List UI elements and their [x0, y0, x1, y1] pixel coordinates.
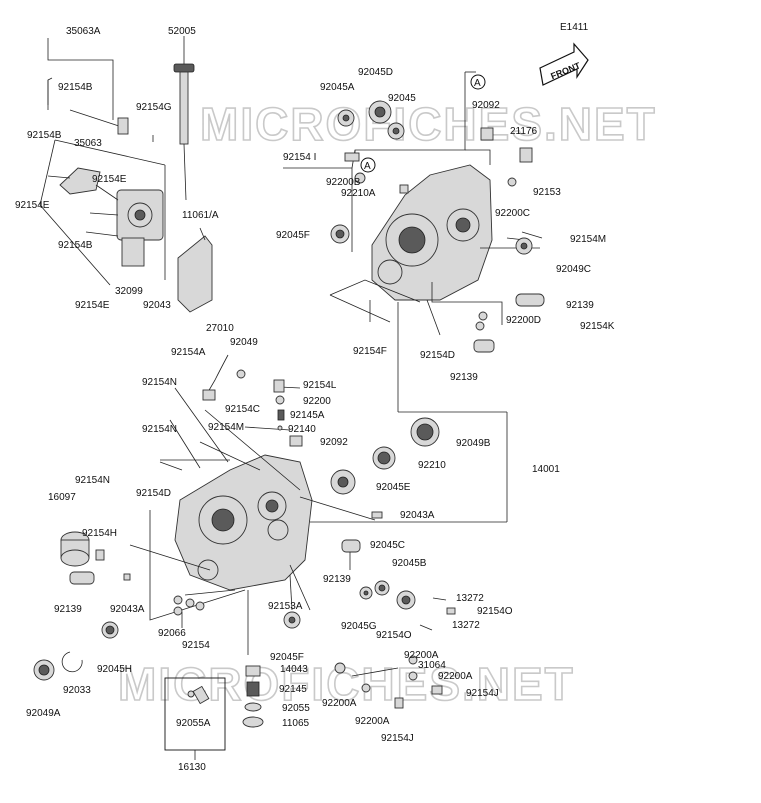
diagram-id: E1411 [560, 22, 589, 33]
label-92045c: 92045C [370, 540, 405, 551]
label-92154j-a: 92154J [466, 688, 499, 699]
label-92045g: 92045G [341, 621, 377, 632]
label-35063: 35063 [74, 138, 102, 149]
label-11061a: 11061/A [182, 210, 219, 221]
ref-a-top: A [474, 78, 481, 89]
label-92033: 92033 [63, 685, 91, 696]
label-13272-a: 13272 [456, 593, 484, 604]
label-14001: 14001 [532, 464, 560, 475]
label-92045b: 92045B [392, 558, 427, 569]
label-92200b: 92200B [326, 177, 361, 188]
label-21176: 21176 [510, 126, 538, 137]
ref-a-mid: A [364, 161, 371, 172]
label-92154j-b: 92154J [381, 733, 414, 744]
label-92200a-d: 92200A [355, 716, 390, 727]
label-92154k: 92154K [580, 321, 615, 332]
label-92045d: 92045D [358, 67, 393, 78]
lower-left-parts [33, 531, 236, 681]
label-16130: 16130 [178, 762, 206, 773]
label-32099: 32099 [115, 286, 143, 297]
label-92139-c: 92139 [323, 574, 351, 585]
label-92139-d: 92139 [54, 604, 82, 615]
label-16097: 16097 [48, 492, 76, 503]
label-92154b-a: 92154B [58, 82, 93, 93]
label-92140: 92140 [288, 424, 316, 435]
shift-assembly [39, 36, 213, 313]
label-92200: 92200 [303, 396, 331, 407]
label-92092-top: 92092 [472, 100, 500, 111]
label-92049a: 92049A [26, 708, 61, 719]
label-92154o-b: 92154O [376, 630, 412, 641]
upper-crankcase: A A [283, 71, 545, 523]
label-92045h: 92045H [97, 664, 132, 675]
label-92210: 92210 [418, 460, 446, 471]
label-92055a: 92055A [176, 718, 211, 729]
label-92045: 92045 [388, 93, 416, 104]
label-31064: 31064 [418, 660, 446, 671]
label-13272-b: 13272 [452, 620, 480, 631]
lower-right-parts [164, 539, 456, 760]
label-92154e-a: 92154E [92, 174, 127, 185]
label-92043a-a: 92043A [400, 510, 435, 521]
label-92154i: 92154 I [283, 152, 316, 163]
label-92154b-c: 92154B [58, 240, 93, 251]
label-92154m-b: 92154M [208, 422, 244, 433]
label-92200a-b: 92200A [438, 671, 473, 682]
label-92055: 92055 [282, 703, 310, 714]
label-92154n-c: 92154N [75, 475, 110, 486]
label-92092-mid: 92092 [320, 437, 348, 448]
label-92154l: 92154L [303, 380, 337, 391]
label-92154o-a: 92154O [477, 606, 513, 617]
label-92145a: 92145A [290, 410, 325, 421]
label-92200a-a: 92200A [404, 650, 439, 661]
label-92043: 92043 [143, 300, 171, 311]
label-92066: 92066 [158, 628, 186, 639]
label-11065: 11065 [282, 718, 310, 729]
label-92154n-b: 92154N [142, 424, 177, 435]
label-92154b-b: 92154B [27, 130, 62, 141]
label-92154e-b: 92154E [15, 200, 50, 211]
label-92154d-b: 92154D [136, 488, 171, 499]
label-92210a: 92210A [341, 188, 376, 199]
label-92154a: 92154A [171, 347, 206, 358]
label-92154d-a: 92154D [420, 350, 455, 361]
label-92045f-b: 92045F [270, 652, 304, 663]
part-labels: 35063A 52005 92154B 92154G 92154B 35063 … [15, 26, 615, 773]
label-92154h: 92154H [82, 528, 117, 539]
label-92049: 92049 [230, 337, 258, 348]
label-92154: 92154 [182, 640, 210, 651]
label-92200d: 92200D [506, 315, 541, 326]
label-92153: 92153 [533, 187, 561, 198]
front-arrow-icon: FRONT [539, 42, 589, 86]
watermark-top: MICROFICHES.NET [200, 98, 657, 150]
label-92139-a: 92139 [566, 300, 594, 311]
label-27010: 27010 [206, 323, 234, 334]
label-14043: 14043 [280, 664, 308, 675]
label-92043a-b: 92043A [110, 604, 145, 615]
label-52005: 52005 [168, 26, 196, 37]
label-92045f-a: 92045F [276, 230, 310, 241]
label-92154f: 92154F [353, 346, 387, 357]
label-92154c: 92154C [225, 404, 260, 415]
label-92154m-a: 92154M [570, 234, 606, 245]
watermark-group: MICROFICHES.NET MICROFICHES.NET [117, 97, 657, 711]
label-92200a-c: 92200A [322, 698, 357, 709]
label-92049c: 92049C [556, 264, 591, 275]
label-92045e: 92045E [376, 482, 411, 493]
label-92049b: 92049B [456, 438, 491, 449]
label-92153a: 92153A [268, 601, 303, 612]
label-92154e-c: 92154E [75, 300, 110, 311]
label-35063a: 35063A [66, 26, 101, 37]
label-92145: 92145 [279, 684, 307, 695]
label-92154g: 92154G [136, 102, 172, 113]
watermark-bottom: MICROFICHES.NET [118, 658, 575, 710]
lower-crankcase [129, 354, 440, 655]
label-92154n-a: 92154N [142, 377, 177, 388]
label-92139-b: 92139 [450, 372, 478, 383]
label-92200c: 92200C [495, 208, 530, 219]
label-92045a: 92045A [320, 82, 355, 93]
